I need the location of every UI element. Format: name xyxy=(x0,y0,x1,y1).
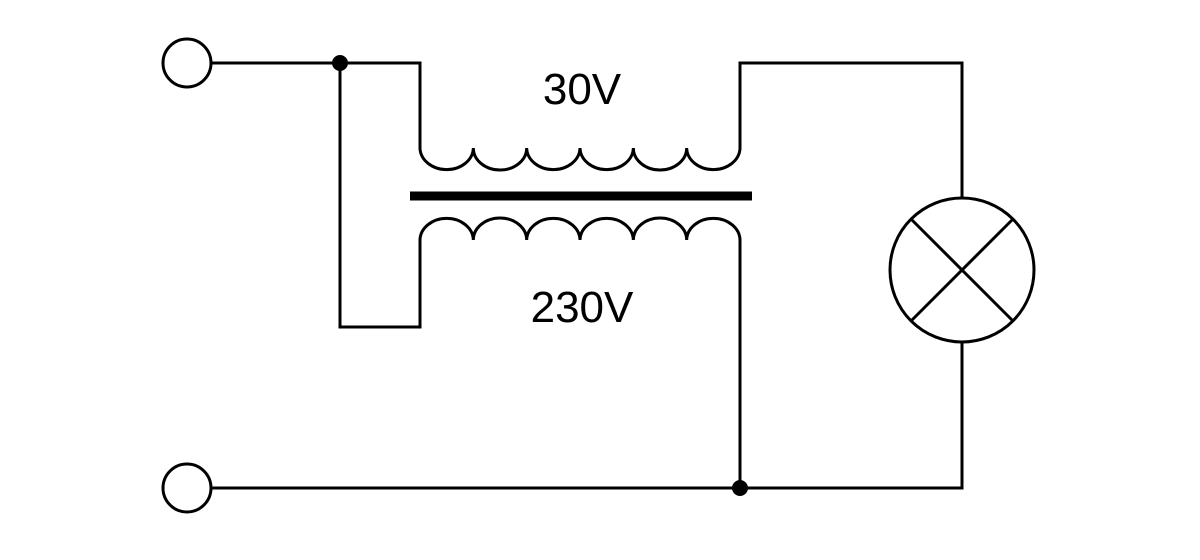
lamp-cross-line-b xyxy=(909,217,1015,323)
wire-top-right xyxy=(738,61,964,200)
wire-top-input xyxy=(210,61,422,150)
junction-bottom xyxy=(732,480,748,496)
input-terminal-bottom xyxy=(161,462,213,514)
junction-top xyxy=(332,55,348,71)
wire-left-loop xyxy=(338,61,422,329)
primary-winding-coil xyxy=(418,147,742,172)
primary-winding-label: 30V xyxy=(543,65,622,114)
wire-bottom xyxy=(210,341,964,490)
secondary-winding-label: 230V xyxy=(531,283,634,332)
lamp-icon xyxy=(888,196,1036,344)
secondary-winding-coil xyxy=(418,216,742,241)
input-terminal-top xyxy=(161,37,213,89)
